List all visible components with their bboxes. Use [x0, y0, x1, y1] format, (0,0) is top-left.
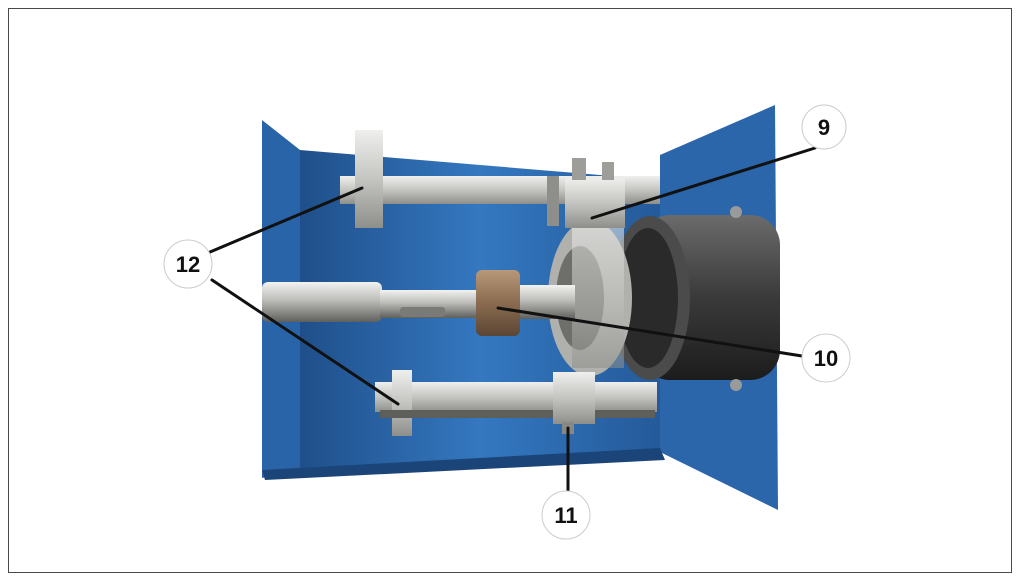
leader-12-bottom — [210, 278, 400, 406]
leader-10 — [496, 306, 804, 358]
clamp-block-top — [565, 158, 625, 228]
leader-12-top — [208, 186, 364, 254]
callout-11: 11 — [541, 490, 591, 540]
clamp-block-bottom — [553, 372, 595, 434]
spindle-shaft — [262, 282, 575, 322]
flange-ring — [548, 220, 632, 376]
leader-lines — [208, 146, 817, 504]
callout-12: 12 — [163, 239, 213, 289]
callout-9-label: 9 — [818, 115, 830, 140]
callout-12-label: 12 — [176, 252, 200, 277]
callout-9: 9 — [801, 104, 847, 150]
callout-10-label: 10 — [814, 346, 838, 371]
motor-housing — [610, 206, 780, 391]
callout-10: 10 — [801, 333, 851, 383]
bushing — [476, 270, 520, 336]
leader-9 — [590, 146, 817, 220]
callout-11-label: 11 — [554, 503, 577, 528]
lower-rail — [375, 370, 657, 436]
